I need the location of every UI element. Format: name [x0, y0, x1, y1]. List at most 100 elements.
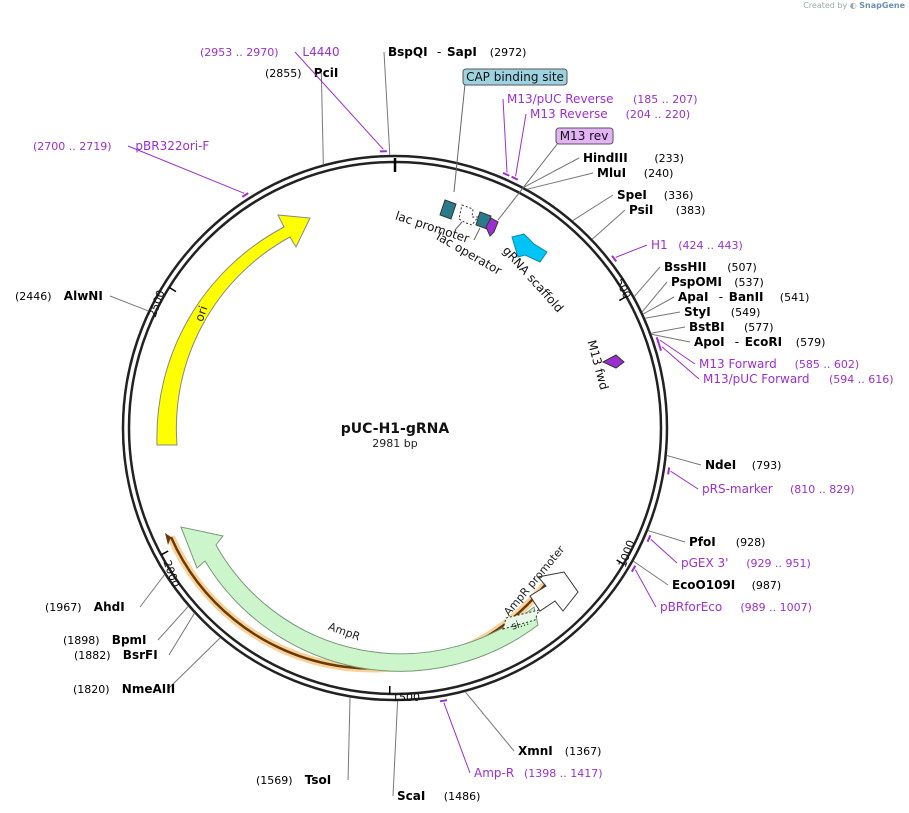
m13-puc-forward-name: M13/pUC Forward	[703, 372, 810, 386]
m13-fwd-feature[interactable]	[601, 354, 625, 369]
site-pbrforeco[interactable]: pBRforEco(989 .. 1007)	[660, 600, 812, 614]
pbrforeco-primer-mark	[630, 565, 637, 573]
h1-primer-mark	[611, 255, 618, 262]
spei-leader	[572, 194, 614, 222]
cap-site-feature[interactable]	[439, 199, 457, 220]
ampr-label: AmpR	[327, 620, 363, 644]
site-pcii[interactable]: (2855)PciI	[265, 66, 338, 80]
site-scai[interactable]: ScaI(1486)	[397, 789, 480, 803]
ruler-tick	[160, 550, 169, 556]
ahdi-name: AhdI	[94, 600, 125, 614]
site-spei[interactable]: SpeI(336)	[617, 188, 693, 202]
site-annotations: BspQI-SapI(2972) (2855)PciI (2953 .. 2970)…	[15, 45, 894, 803]
site-bsshii[interactable]: BssHII(507)	[664, 260, 757, 274]
bstbi-name: BstBI	[689, 320, 725, 334]
nmeaiii-name: NmeAIII	[122, 682, 175, 696]
site-hindiii[interactable]: HindIII(233)	[583, 151, 684, 165]
m13-puc-reverse-primer-mark	[502, 172, 510, 177]
m13-puc-reverse-leader	[502, 98, 508, 173]
lac-operator-leader	[473, 227, 481, 241]
m13-puc-forward-primer-mark	[657, 343, 662, 351]
site-prs-marker[interactable]: pRS-marker(810 .. 829)	[702, 482, 855, 496]
amp-r-position: (1398 .. 1417)	[524, 767, 603, 780]
ampr-promoter-feature[interactable]	[529, 571, 579, 612]
tsoi-name: TsoI	[305, 773, 331, 787]
amp-r-primer-mark	[439, 699, 448, 703]
ori-feature[interactable]	[156, 214, 311, 446]
ndei-position: (793)	[752, 459, 782, 472]
site-ahdi[interactable]: (1967)AhdI	[45, 600, 125, 614]
pcii-leader	[320, 72, 324, 165]
tsoi-leader	[347, 697, 351, 781]
bsrfi-name: BsrFI	[123, 648, 158, 662]
m13-rev-feature[interactable]	[485, 217, 499, 237]
apai-separator: -	[719, 290, 723, 304]
ruler-tick-label: 2500	[146, 288, 168, 319]
apoi-leader	[651, 333, 691, 343]
m13-reverse-primer-mark	[511, 175, 519, 181]
site-bpmi[interactable]: (1898)BpmI	[63, 633, 147, 647]
bpmi-position: (1898)	[63, 634, 100, 647]
psii-position: (383)	[676, 204, 706, 217]
apoi-position: (579)	[796, 336, 826, 349]
ampr-feature[interactable]	[180, 526, 539, 672]
site-m13-puc-forward[interactable]: M13/pUC Forward (594 .. 616)	[703, 372, 894, 386]
pspomi-name: PspOMI	[671, 275, 722, 289]
pbrforeco-leader	[634, 569, 657, 608]
site-psii[interactable]: PsiI (383)	[629, 203, 705, 217]
grna-scaffold-feature[interactable]	[511, 233, 548, 263]
apai-leader	[642, 296, 675, 315]
site-ndei[interactable]: NdeI(793)	[705, 458, 781, 472]
site-tsoi[interactable]: (1569) TsoI	[256, 773, 331, 787]
site-m13-forward[interactable]: M13 Forward(585 .. 602)	[699, 357, 859, 371]
bspqi-leader	[383, 51, 391, 156]
psii-name: PsiI	[629, 203, 653, 217]
apoi-separator: -	[735, 335, 739, 349]
pbr322ori-f-leader	[127, 145, 245, 194]
pgex-3-leader	[650, 538, 678, 564]
site-alwni[interactable]: (2446)AlwNI	[15, 289, 103, 303]
ori-label: ori	[192, 304, 210, 323]
spei-position: (336)	[664, 189, 694, 202]
m13-forward-primer-mark	[655, 336, 660, 345]
bpmi-leader	[157, 606, 189, 641]
prs-marker-name: pRS-marker	[702, 482, 773, 496]
ruler-tick	[616, 559, 624, 565]
site-bspqi[interactable]: BspQI-SapI(2972)	[388, 45, 526, 59]
xmni-leader	[464, 691, 515, 752]
plasmid-name: pUC-H1-gRNA	[341, 421, 450, 437]
m13-forward-name: M13 Forward	[699, 357, 777, 371]
site-apoi[interactable]: ApoI-EcoRI(579)	[694, 335, 825, 349]
lac-promoter-feature[interactable]	[458, 204, 479, 226]
site-ecoo109i[interactable]: EcoO109I(987)	[672, 578, 781, 592]
site-pfoi[interactable]: PfoI(928)	[689, 535, 765, 549]
tsoi-position: (1569)	[256, 774, 293, 787]
l4440-name: L4440	[302, 45, 339, 59]
site-styi[interactable]: StyI(549)	[684, 305, 760, 319]
site-m13-puc-reverse[interactable]: M13/pUC Reverse(185 .. 207)	[507, 92, 698, 106]
site-bsrfi[interactable]: (1882)BsrFI	[74, 648, 158, 662]
site-bstbi[interactable]: BstBI(577)	[689, 320, 774, 334]
m13-puc-reverse-position: (185 .. 207)	[633, 93, 698, 106]
pspomi-position: (537)	[734, 276, 764, 289]
site-xmni[interactable]: XmnI(1367)	[518, 744, 601, 758]
cap-binding-site-box[interactable]	[462, 68, 568, 86]
m13-rev-box[interactable]	[555, 127, 614, 145]
site-pbr322ori-f[interactable]: (2700 .. 2719)pBR322ori-F	[33, 139, 209, 153]
prs-marker-leader	[670, 470, 699, 490]
site-apai[interactable]: ApaI-BanII(541)	[678, 290, 809, 304]
site-amp-r[interactable]: Amp-R(1398 .. 1417)	[474, 766, 603, 780]
cap-binding-site-label: CAP binding site	[466, 70, 564, 84]
scai-leader	[392, 700, 399, 797]
ruler-tick	[618, 295, 627, 302]
m13-puc-forward-position: (594 .. 616)	[829, 373, 894, 386]
signal-label: si…	[510, 617, 531, 633]
site-pspomi[interactable]: PspOMI (537)	[671, 275, 764, 289]
site-pgex-3[interactable]: pGEX 3'(929 .. 951)	[681, 556, 811, 570]
site-h1[interactable]: H1(424 .. 443)	[651, 238, 743, 252]
site-nmeaiii[interactable]: (1820)NmeAIII	[73, 682, 175, 696]
site-m13-reverse[interactable]: M13 Reverse(204 .. 220)	[530, 107, 690, 121]
site-l4440[interactable]: (2953 .. 2970)L4440	[200, 45, 340, 59]
site-mlui[interactable]: MluI(240)	[597, 166, 673, 180]
